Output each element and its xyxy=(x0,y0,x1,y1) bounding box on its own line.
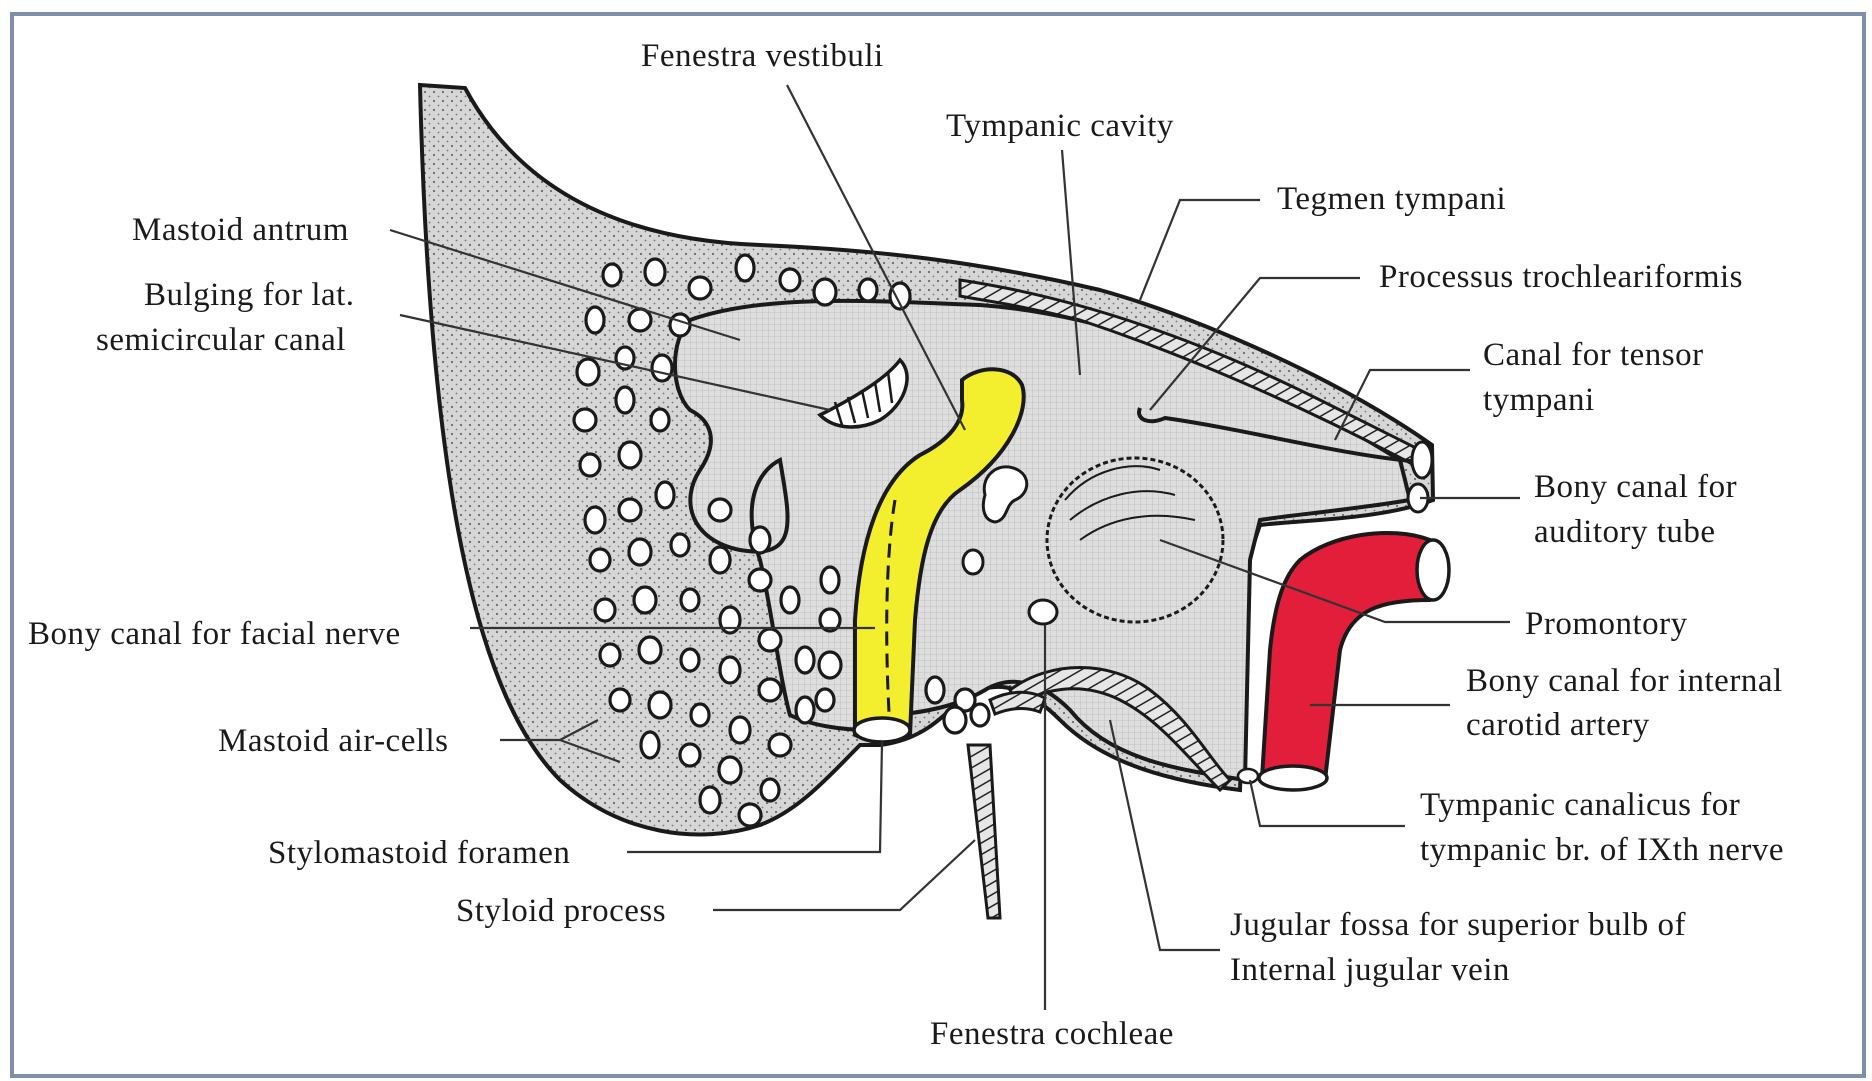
mastoid-air-cell xyxy=(761,779,779,801)
mastoid-air-cell xyxy=(759,629,781,651)
label-processus-trochleariformis: Processus trochleariformis xyxy=(1379,259,1743,295)
tensor-canal-opening xyxy=(1412,442,1432,478)
mastoid-air-cell xyxy=(580,454,600,476)
promontory-mound xyxy=(1047,458,1223,622)
mastoid-air-cell xyxy=(709,499,731,521)
mastoid-air-cell xyxy=(821,567,839,593)
carotid-lower-opening xyxy=(1259,766,1327,790)
label-canal-tensor-line2: tympani xyxy=(1483,382,1595,418)
label-jugular-line2: Internal jugular vein xyxy=(1230,952,1510,988)
mastoid-air-cell xyxy=(652,355,672,381)
fossa-floor-hatching xyxy=(990,692,1045,714)
label-canal-tensor-line1: Canal for tensor xyxy=(1483,337,1704,373)
label-tympanic-cavity: Tympanic cavity xyxy=(946,108,1174,144)
mastoid-air-cell xyxy=(681,649,699,671)
label-fenestra-vestibuli: Fenestra vestibuli xyxy=(641,38,884,74)
label-tympanic-canaliculus-line1: Tympanic canalicus for xyxy=(1420,787,1740,823)
leader-tegmen-tympani xyxy=(1140,200,1260,300)
label-carotid-line2: carotid artery xyxy=(1466,707,1650,743)
mastoid-air-cell xyxy=(796,647,814,673)
mastoid-air-cell xyxy=(730,717,750,743)
mastoid-air-cell xyxy=(629,309,651,331)
mastoid-air-cell xyxy=(577,359,599,385)
label-auditory-tube-line2: auditory tube xyxy=(1534,514,1716,550)
leader-styloid xyxy=(713,840,975,910)
mastoid-air-cell xyxy=(634,587,656,613)
mastoid-air-cell xyxy=(749,569,771,591)
mastoid-air-cell xyxy=(750,527,770,553)
mastoid-air-cell xyxy=(816,689,834,711)
mastoid-air-cell xyxy=(680,744,700,766)
mastoid-air-cell xyxy=(574,409,596,431)
label-facial-nerve-canal: Bony canal for facial nerve xyxy=(28,616,401,652)
mastoid-air-cell xyxy=(671,534,689,556)
label-tympanic-canaliculus-line2: tympanic br. of IXth nerve xyxy=(1420,832,1784,868)
mastoid-air-cell xyxy=(719,757,741,783)
mastoid-air-cell xyxy=(781,587,799,613)
mastoid-air-cell xyxy=(739,804,761,826)
mastoid-air-cell xyxy=(651,409,669,431)
label-styloid-process: Styloid process xyxy=(456,893,666,929)
label-auditory-tube-line1: Bony canal for xyxy=(1534,469,1737,505)
mastoid-air-cell xyxy=(641,732,659,758)
mastoid-air-cell xyxy=(629,539,651,565)
mastoid-air-cell xyxy=(700,787,720,813)
label-promontory: Promontory xyxy=(1525,606,1688,642)
label-tegmen-tympani: Tegmen tympani xyxy=(1277,181,1506,217)
mastoid-air-cell xyxy=(689,277,711,299)
mastoid-air-cell xyxy=(971,704,989,726)
mastoid-air-cell xyxy=(649,692,671,718)
mastoid-air-cell xyxy=(926,677,944,703)
stylomastoid-foramen-opening xyxy=(854,718,910,742)
mastoid-air-cell xyxy=(814,279,836,305)
mastoid-air-cell xyxy=(616,387,634,413)
styloid-process-shape xyxy=(968,745,1000,918)
mastoid-air-cell xyxy=(595,599,615,621)
mastoid-air-cell xyxy=(720,657,740,683)
mastoid-air-cell xyxy=(639,637,661,663)
mastoid-air-cell xyxy=(681,589,699,611)
mastoid-air-cell xyxy=(691,704,709,726)
fenestra-cochleae-window xyxy=(1029,600,1057,624)
mastoid-air-cell xyxy=(769,734,791,756)
mastoid-air-cell xyxy=(710,547,730,573)
mastoid-air-cell xyxy=(590,549,610,571)
mastoid-air-cell xyxy=(759,679,781,701)
mastoid-air-cell xyxy=(603,264,621,286)
label-mastoid-air-cells: Mastoid air-cells xyxy=(218,723,449,759)
label-jugular-line1: Jugular fossa for superior bulb of xyxy=(1230,907,1686,943)
mastoid-air-cell xyxy=(944,707,966,733)
mastoid-air-cell xyxy=(796,697,814,723)
mastoid-air-cell xyxy=(670,314,690,336)
label-bulging-line1: Bulging for lat. xyxy=(144,277,355,313)
label-stylomastoid-foramen: Stylomastoid foramen xyxy=(268,835,570,871)
mastoid-air-cell xyxy=(780,269,800,291)
label-bulging-line2: semicircular canal xyxy=(96,322,346,358)
mastoid-air-cell xyxy=(610,689,630,711)
mastoid-air-cell xyxy=(656,482,674,508)
small-foramen xyxy=(963,550,983,574)
mastoid-air-cell xyxy=(586,307,604,333)
mastoid-air-cell xyxy=(600,644,620,666)
mastoid-air-cell xyxy=(736,255,754,281)
mastoid-air-cell xyxy=(859,279,877,301)
label-fenestra-cochleae: Fenestra cochleae xyxy=(930,1016,1174,1052)
label-carotid-line1: Bony canal for internal xyxy=(1466,663,1783,699)
tympanic-canaliculus-opening xyxy=(1238,769,1258,783)
mastoid-air-cell xyxy=(619,499,641,521)
mastoid-air-cell xyxy=(645,259,665,285)
mastoid-air-cell xyxy=(819,652,841,678)
mastoid-air-cell xyxy=(585,507,605,533)
carotid-upper-opening xyxy=(1417,540,1449,600)
label-mastoid-antrum: Mastoid antrum xyxy=(132,212,349,248)
mastoid-air-cell xyxy=(619,442,641,468)
